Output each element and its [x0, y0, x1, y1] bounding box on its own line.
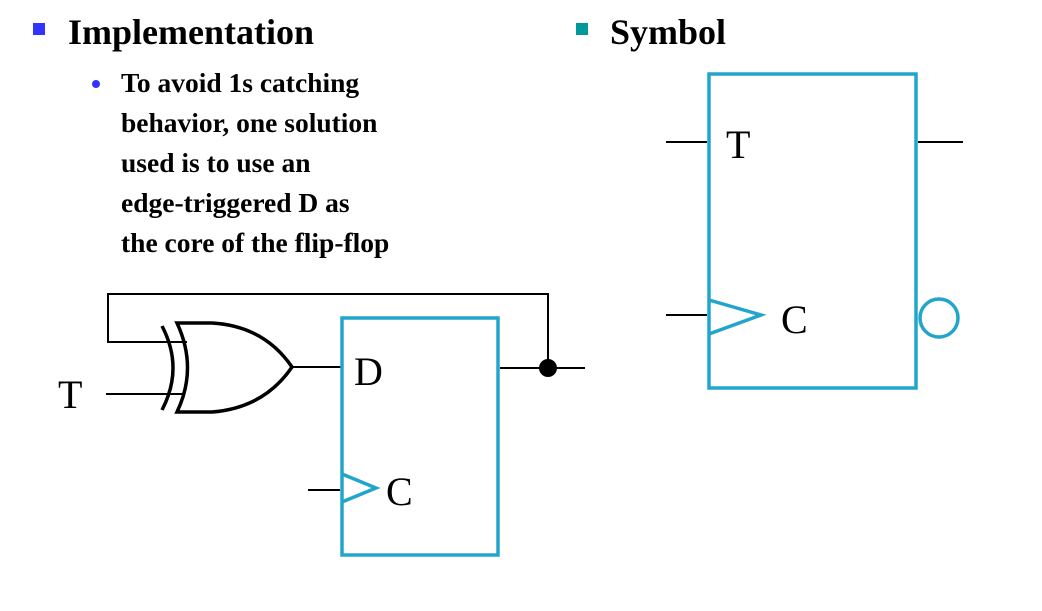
implementation-line-1: To avoid 1s catching	[121, 67, 360, 98]
heading-implementation: Implementation	[68, 12, 314, 52]
d-flipflop-box	[340, 316, 500, 557]
dff-clock-label: C	[386, 469, 413, 514]
bullet-square-symbol	[576, 23, 588, 35]
heading-symbol: Symbol	[610, 12, 727, 52]
dff-clock-triangle	[341, 472, 381, 504]
implementation-line-2: behavior, one solution	[121, 107, 378, 138]
inverted-output-bubble	[918, 297, 960, 339]
implementation-line-5: the core of the flip-flop	[121, 227, 390, 258]
t-input-label: T	[58, 372, 82, 417]
implementation-line-3: used is to use an	[121, 147, 311, 178]
xor-gate-body	[174, 321, 295, 414]
implementation-circuit: T D C	[58, 293, 585, 557]
t-input-label-symbol: T	[726, 122, 750, 167]
clock-triangle-symbol	[708, 298, 767, 336]
feedback-wire	[107, 293, 549, 367]
bullet-square-implementation	[33, 23, 45, 35]
clock-label-symbol: C	[781, 297, 808, 342]
xor-gate-extra-arc	[160, 325, 175, 411]
implementation-line-4: edge-triggered D as	[121, 187, 350, 218]
junction-dot	[539, 359, 557, 377]
t-flipflop-symbol: T C	[666, 72, 963, 390]
t-flipflop-box	[707, 72, 918, 390]
d-input-label: D	[354, 349, 383, 394]
sub-bullet-dot	[92, 80, 100, 88]
